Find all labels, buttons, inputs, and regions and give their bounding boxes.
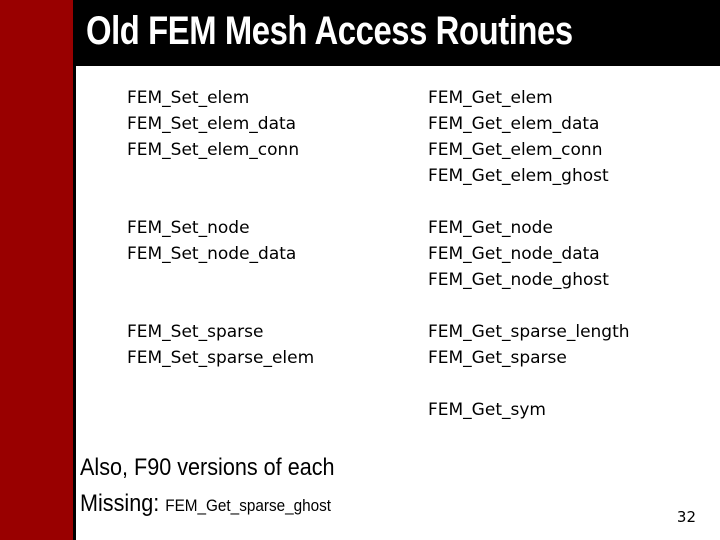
routine-name: FEM_Set_elem_data: [127, 114, 297, 134]
routine-name: FEM_Get_elem_data: [428, 114, 600, 134]
routine-name: FEM_Get_sparse_length: [428, 322, 630, 342]
routine-name: FEM_Get_elem_ghost: [428, 166, 609, 186]
set-routines-column: FEM_Set_elem FEM_Set_elem_data FEM_Set_e…: [127, 85, 314, 371]
page-number: 32: [676, 508, 696, 526]
routine-name: FEM_Get_sparse: [428, 348, 567, 368]
routine-name: FEM_Get_node_data: [428, 244, 600, 264]
routine-name: FEM_Set_node_data: [127, 244, 297, 264]
routine-name: FEM_Get_node: [428, 218, 553, 238]
side-divider-line: [73, 66, 76, 540]
note-f90-versions: Also, F90 versions of each: [80, 454, 335, 481]
note-missing: Missing: FEM_Get_sparse_ghost: [80, 490, 331, 518]
routine-name: FEM_Set_node: [127, 218, 250, 238]
get-routines-column: FEM_Get_elem FEM_Get_elem_data FEM_Get_e…: [428, 85, 630, 423]
slide-title: Old FEM Mesh Access Routines: [86, 9, 573, 53]
side-accent-bar: [0, 0, 73, 540]
routine-name: FEM_Get_elem: [428, 88, 553, 108]
title-bar: Old FEM Mesh Access Routines: [0, 0, 720, 66]
routine-name: FEM_Set_elem_conn: [127, 140, 300, 160]
routine-name: FEM_Set_elem: [127, 88, 250, 108]
routine-name: FEM_Get_node_ghost: [428, 270, 609, 290]
note-missing-label: Missing:: [80, 490, 166, 517]
routine-name: FEM_Set_sparse_elem: [127, 348, 315, 368]
note-missing-routine: FEM_Get_sparse_ghost: [165, 496, 332, 515]
routine-name: FEM_Set_sparse: [127, 322, 264, 342]
routine-name: FEM_Get_sym: [428, 400, 546, 420]
routine-name: FEM_Get_elem_conn: [428, 140, 603, 160]
